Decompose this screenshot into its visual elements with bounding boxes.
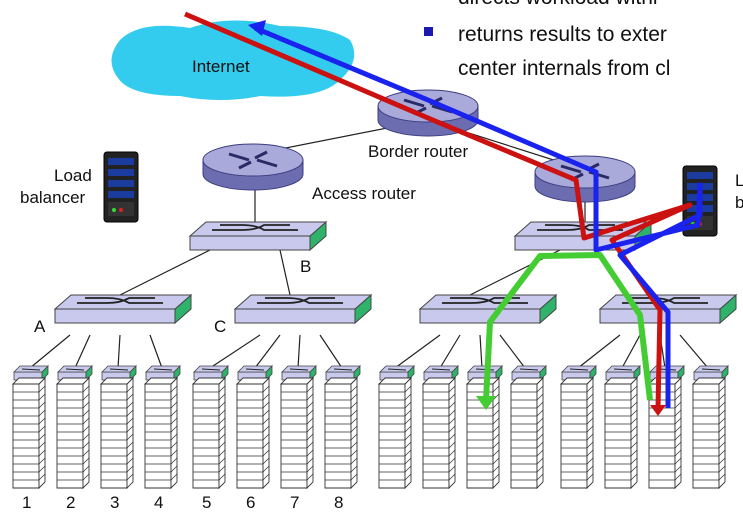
server-rack-icon	[12, 377, 46, 489]
switch-c-icon	[234, 294, 372, 324]
border-router-label: Border router	[368, 142, 468, 161]
server-rack-icon	[466, 377, 500, 489]
rack-number-4: 4	[154, 493, 163, 512]
server-rack-icon	[324, 377, 358, 489]
right-lb-label-line1: L	[735, 171, 743, 190]
rack-number-1: 1	[22, 493, 31, 512]
bullet-item-3: center internals from cl	[458, 57, 670, 80]
green-arrowhead-icon	[476, 396, 496, 410]
server-rack-icon	[56, 377, 90, 489]
server-racks	[12, 377, 726, 489]
switch-a-icon	[54, 294, 192, 324]
server-rack-icon	[510, 377, 544, 489]
access-router-right-icon	[533, 154, 637, 204]
load-balancer-icon	[103, 151, 139, 223]
rack-number-2: 2	[66, 493, 75, 512]
rack-number-8: 8	[334, 493, 343, 512]
bullet-square-icon	[424, 27, 433, 36]
load-balancer-label-line2: balancer	[20, 188, 86, 207]
rack-number-3: 3	[110, 493, 119, 512]
access-router-label: Access router	[312, 184, 416, 203]
server-rack-icon	[192, 377, 226, 489]
switch-3-icon	[419, 294, 557, 324]
switch-a-label: A	[34, 317, 46, 336]
server-rack-icon	[692, 377, 726, 489]
red-path-arrow	[184, 11, 693, 409]
network-links	[29, 119, 709, 369]
bullet-list: directs workload withi returns results t…	[424, 0, 670, 80]
rack-number-5: 5	[202, 493, 211, 512]
access-router-icon	[201, 142, 305, 192]
server-rack-icon	[144, 377, 178, 489]
right-lb-label-line2: b	[735, 193, 743, 212]
server-rack-icon	[648, 377, 682, 489]
server-rack-icon	[378, 377, 412, 489]
bullet-item-2: returns results to exter	[458, 23, 667, 46]
server-rack-icon	[100, 377, 134, 489]
blue-path-arrow	[254, 25, 703, 408]
red-arrowhead-icon	[650, 405, 666, 416]
rack-numbers: 1 2 3 4 5 6 7 8	[22, 493, 343, 512]
server-rack-icon	[560, 377, 594, 489]
green-path-arrow	[483, 252, 653, 401]
rack-number-7: 7	[290, 493, 299, 512]
load-balancer-label-line1: Load	[54, 166, 92, 185]
internet-cloud-icon	[111, 20, 355, 100]
server-rack-icon	[604, 377, 638, 489]
server-rack-icon	[236, 377, 270, 489]
internet-label: Internet	[192, 57, 250, 76]
rack-number-6: 6	[246, 493, 255, 512]
blue-arrowhead-icon	[248, 20, 266, 36]
bullet-item-1: directs workload withi	[458, 0, 658, 9]
switch-b-label: B	[300, 257, 311, 276]
server-rack-icon	[422, 377, 456, 489]
server-rack-icon	[280, 377, 314, 489]
switch-c-label: C	[214, 317, 226, 336]
switch-b-icon	[189, 221, 327, 251]
